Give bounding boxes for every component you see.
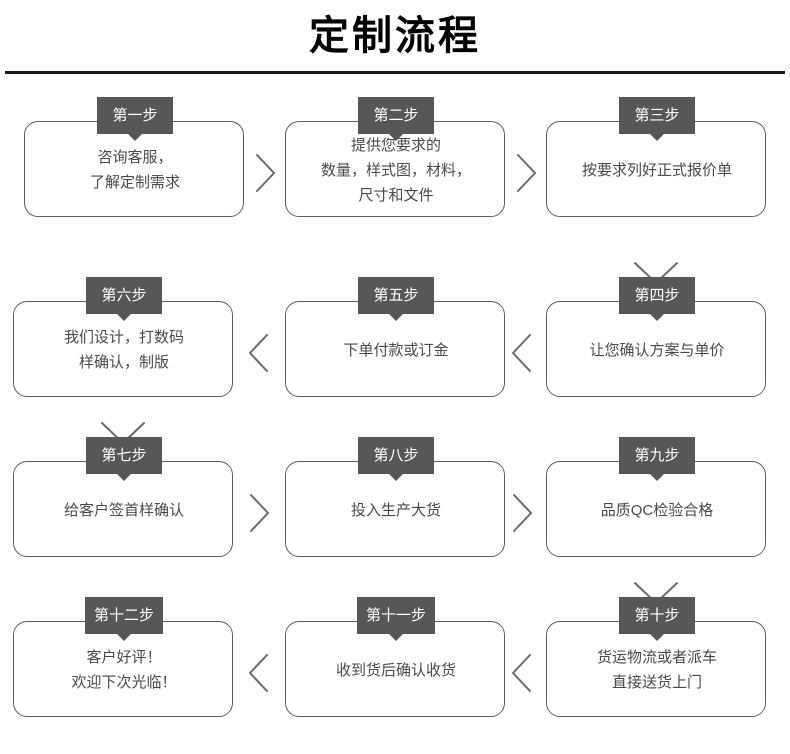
step-text-line: 了解定制需求 xyxy=(89,174,180,191)
flow-step-card-11[interactable]: 收到货后确认收货 第十一步 xyxy=(285,597,507,717)
step-text-line: 收到货后确认收货 xyxy=(335,661,456,679)
flow-step-card-2[interactable]: 提供您要求的 数量，样式图，材料， 尺寸和文件 第二步 xyxy=(285,97,507,217)
flow-step-card-9[interactable]: 品质QC检验合格 第九步 xyxy=(546,437,768,557)
step-text-line: 咨询客服， xyxy=(97,149,173,166)
arrow-right-step7-step8 xyxy=(240,490,278,536)
step-badge: 第五步 xyxy=(358,277,434,314)
step-badge: 第八步 xyxy=(358,437,434,474)
step-badge: 第一步 xyxy=(97,97,173,134)
step-text-line: 欢迎下次光临！ xyxy=(71,674,177,691)
page-header: 定制流程 xyxy=(0,0,790,78)
step-badge: 第十一步 xyxy=(356,597,436,634)
step-badge: 第十步 xyxy=(619,597,695,634)
page-title: 定制流程 xyxy=(309,14,481,58)
flow-step-card-5[interactable]: 下单付款或订金 第五步 xyxy=(285,277,507,397)
step-text-line: 下单付款或订金 xyxy=(343,341,449,359)
step-text: 让您确认方案与单价 xyxy=(547,302,767,398)
step-text: 货运物流或者派车 直接送货上门 xyxy=(547,622,767,718)
step-badge: 第三步 xyxy=(619,97,695,134)
step-badge: 第九步 xyxy=(619,437,695,474)
step-badge: 第七步 xyxy=(86,437,162,474)
arrow-right-step8-step9 xyxy=(503,490,541,536)
flow-step-card-12[interactable]: 客户好评！ 欢迎下次光临！ 第十二步 xyxy=(13,597,235,717)
flow-step-card-7[interactable]: 给客户签首样确认 第七步 xyxy=(13,437,235,557)
step-text-line: 品质QC检验合格 xyxy=(600,501,714,519)
flow-step-card-10[interactable]: 货运物流或者派车 直接送货上门 第十步 xyxy=(546,597,768,717)
step-text-line: 货运物流或者派车 xyxy=(596,649,717,666)
arrow-left-step10-step11 xyxy=(503,650,541,696)
step-text: 我们设计，打数码 样确认，制版 xyxy=(14,302,234,398)
arrow-right-step1-step2 xyxy=(246,150,284,196)
flow-step-card-4[interactable]: 让您确认方案与单价 第四步 xyxy=(546,277,768,397)
step-badge: 第四步 xyxy=(619,277,695,314)
arrow-left-step11-step12 xyxy=(240,650,278,696)
arrow-left-step4-step5 xyxy=(503,330,541,376)
customization-flowchart: 咨询客服， 了解定制需求 第一步 提供您要求的 数量，样式图，材料， 尺寸和文件… xyxy=(0,78,790,754)
step-badge: 第二步 xyxy=(358,97,434,134)
step-text-line: 尺寸和文件 xyxy=(358,186,434,204)
arrow-right-step2-step3 xyxy=(507,150,545,196)
step-text-line: 按要求列好正式报价单 xyxy=(581,161,732,179)
step-badge: 第十二步 xyxy=(84,597,164,634)
step-badge: 第六步 xyxy=(86,277,162,314)
flow-step-card-6[interactable]: 我们设计，打数码 样确认，制版 第六步 xyxy=(13,277,235,397)
step-text: 品质QC检验合格 xyxy=(547,462,767,558)
step-text: 咨询客服， 了解定制需求 xyxy=(25,122,245,218)
flow-step-card-3[interactable]: 按要求列好正式报价单 第三步 xyxy=(546,97,768,217)
step-text: 按要求列好正式报价单 xyxy=(547,122,767,218)
step-text-line: 我们设计，打数码 xyxy=(63,329,184,346)
step-text: 给客户签首样确认 xyxy=(14,462,234,558)
flow-step-card-8[interactable]: 投入生产大货 第八步 xyxy=(285,437,507,557)
step-text-line: 数量，样式图，材料， xyxy=(320,161,471,179)
step-box: 我们设计，打数码 样确认，制版 xyxy=(13,301,233,397)
arrow-left-step5-step6 xyxy=(240,330,278,376)
step-text: 下单付款或订金 xyxy=(286,302,506,398)
step-text-line: 样确认，制版 xyxy=(78,354,169,371)
step-text-line: 提供您要求的 xyxy=(350,136,441,154)
step-text-line: 客户好评！ xyxy=(86,649,162,666)
title-divider xyxy=(5,71,785,74)
step-text-line: 投入生产大货 xyxy=(350,501,441,519)
step-text: 投入生产大货 xyxy=(286,462,506,558)
step-text: 提供您要求的 数量，样式图，材料， 尺寸和文件 xyxy=(286,122,506,218)
step-text-line: 让您确认方案与单价 xyxy=(589,341,725,359)
step-text: 客户好评！ 欢迎下次光临！ xyxy=(14,622,234,718)
step-text: 收到货后确认收货 xyxy=(286,622,506,718)
flow-step-card-1[interactable]: 咨询客服， 了解定制需求 第一步 xyxy=(24,97,246,217)
step-box: 品质QC检验合格 xyxy=(546,461,766,557)
step-text-line: 直接送货上门 xyxy=(611,674,702,691)
step-text-line: 给客户签首样确认 xyxy=(63,501,184,519)
